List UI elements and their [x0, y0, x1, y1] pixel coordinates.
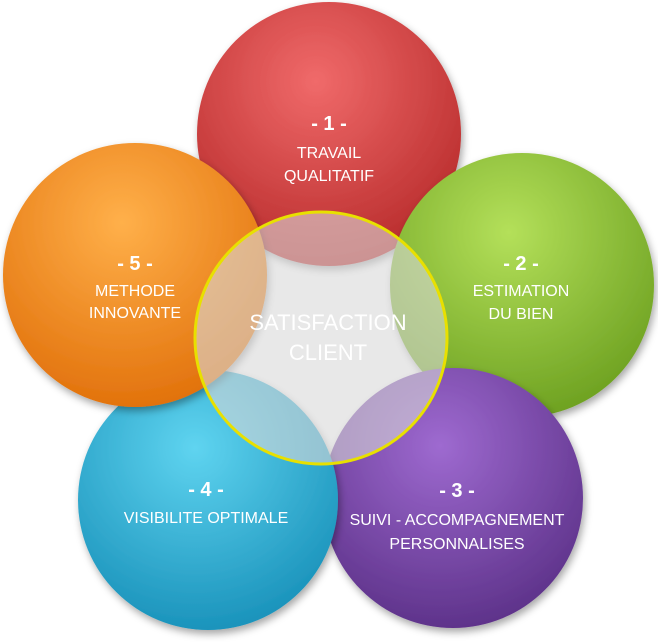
petal-1-line2: QUALITATIF [284, 168, 374, 185]
center-circle [193, 210, 449, 466]
petal-5-line2: INNOVANTE [89, 305, 181, 322]
petal-2-line2: DU BIEN [489, 306, 554, 323]
petal-2 [390, 153, 654, 417]
petal-1-number: - 1 - [311, 113, 347, 135]
petal-4-line1: VISIBILITE OPTIMALE [124, 510, 289, 527]
petal-2-number: - 2 - [503, 253, 539, 275]
petal-3-line2: PERSONNALISES [389, 536, 524, 553]
petal-5-number: - 5 - [117, 253, 153, 275]
petal-4-number: - 4 - [188, 479, 224, 501]
center-line2: CLIENT [289, 340, 367, 365]
petal-5-line1: METHODE [95, 283, 175, 300]
petal-1 [197, 2, 461, 266]
petal-2-line1: ESTIMATION [473, 283, 570, 300]
petal-3-line1: SUIVI - ACCOMPAGNEMENT [350, 512, 565, 529]
petal-3-number: - 3 - [439, 480, 475, 502]
center-line1: SATISFACTION [249, 310, 406, 335]
petal-1-line1: TRAVAIL [297, 145, 361, 162]
